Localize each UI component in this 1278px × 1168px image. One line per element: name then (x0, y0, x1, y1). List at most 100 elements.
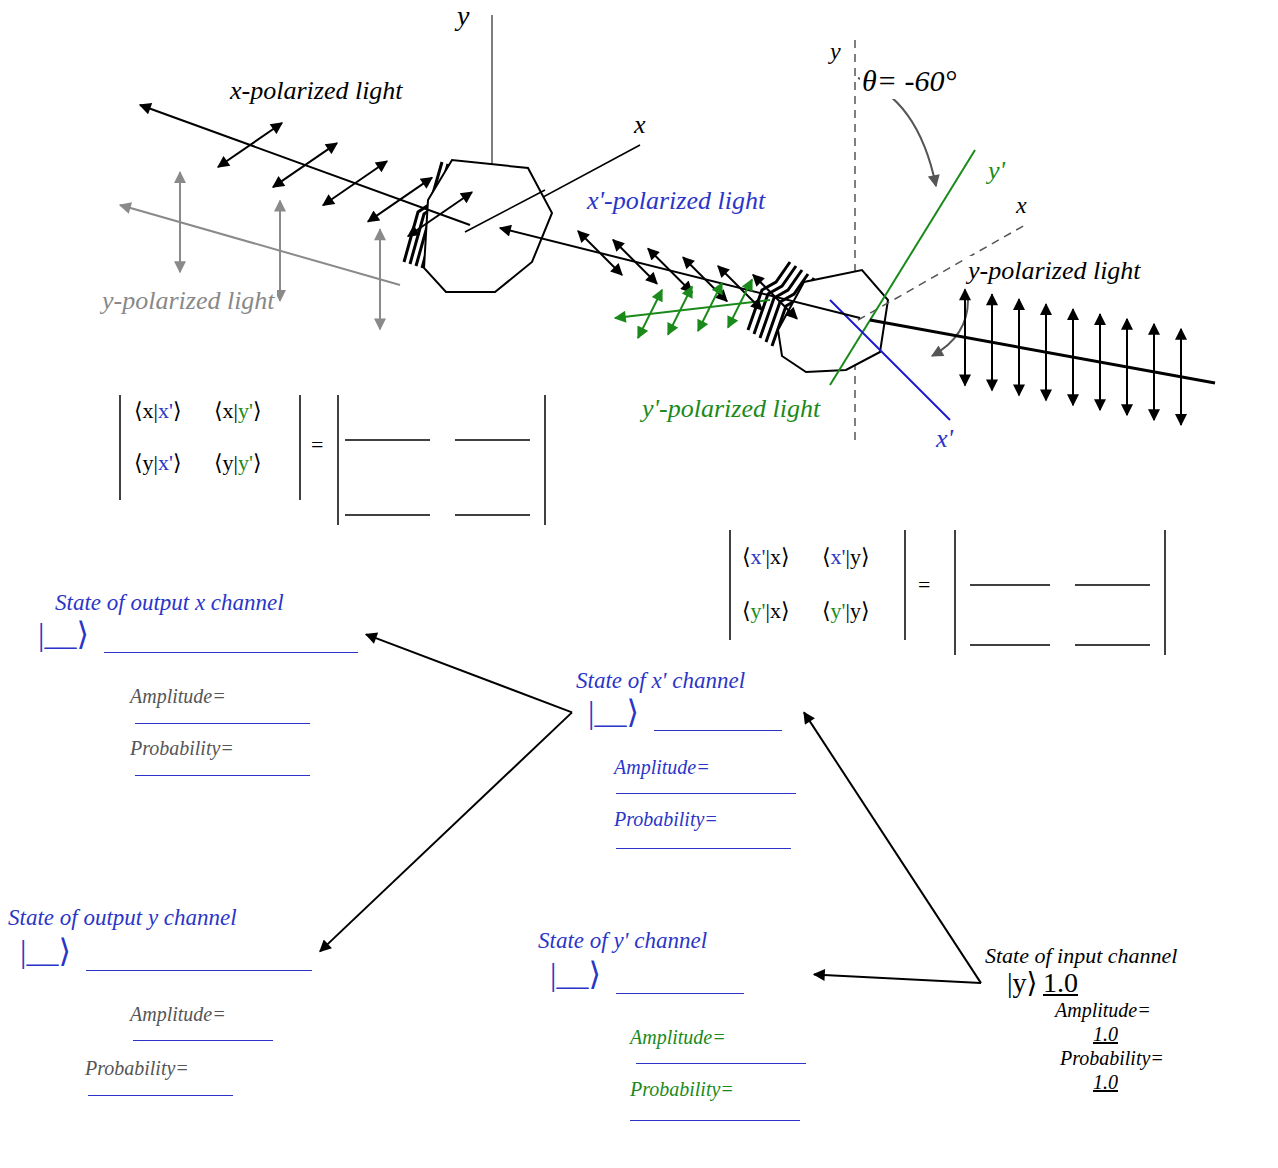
flow-arrow (366, 634, 572, 712)
polarization-arrow (613, 240, 657, 284)
answer-blank (135, 723, 310, 724)
y-prime-axis (830, 150, 975, 385)
polarization-arrow (379, 229, 381, 329)
polarization-arrow (1153, 324, 1155, 420)
state-text: Probability= (85, 1057, 189, 1080)
flow-arrow (814, 974, 981, 983)
state-text: Probability= (630, 1078, 734, 1101)
matrix-entry: = (309, 432, 325, 457)
polarization-arrow (273, 143, 337, 187)
diagram-label: y (828, 38, 843, 66)
matrix-bars (120, 395, 1165, 655)
diagram-label: θ= -60° (860, 64, 958, 99)
polarization-arrow (578, 231, 622, 275)
channel-title: State of output y channel (8, 905, 237, 931)
state-text: Probability= (130, 737, 234, 760)
channel-title: State of x' channel (576, 668, 745, 694)
polarization-arrow (368, 178, 432, 222)
state-text: |__⟩ (550, 956, 601, 993)
channel-state: State of output y channel|__⟩ Amplitude= P… (8, 905, 316, 1100)
state-text: |__⟩ (588, 694, 639, 731)
y-prime-beam (615, 300, 770, 318)
polarization-arrow (1072, 309, 1074, 405)
x-prime-axis (830, 300, 950, 420)
answer-blank (630, 1120, 800, 1121)
channel-title: State of input channel (985, 943, 1177, 968)
diagram-label: y'-polarized light (640, 394, 822, 424)
state-text: Amplitude= (1055, 999, 1151, 1022)
answer-blank (104, 652, 358, 653)
matrix-entry: ⟨x|x'⟩ (132, 398, 184, 423)
channel-state: State of input channel|y⟩1.0Amplitude=1.… (985, 943, 1182, 1098)
polarization-arrow (1099, 314, 1101, 410)
polarization-arrow (668, 286, 692, 334)
answer-blank (86, 970, 312, 971)
diagram-label: y-polarized light (966, 256, 1143, 286)
matrix-entry: ⟨x'|x⟩ (740, 544, 792, 569)
flow-arrow (804, 712, 981, 983)
state-text: 1.0 (1093, 1023, 1118, 1046)
matrix-entry: = (916, 572, 932, 597)
channel-state: State of y' channel|__⟩ Amplitude= Probabi… (538, 928, 810, 1125)
state-text: 1.0 (1043, 967, 1078, 999)
matrix-entry: ⟨y'|y⟩ (820, 598, 872, 623)
diagram-label: x' (934, 424, 955, 454)
input-beam (870, 320, 1215, 383)
polarization-arrow (964, 289, 966, 385)
answer-blank (88, 1095, 233, 1096)
answer-blank (654, 730, 782, 731)
y-axis-dashed (854, 40, 856, 440)
polarization-arrow (1018, 299, 1020, 395)
diagram-label: x (632, 110, 648, 140)
polarization-arrow (728, 280, 752, 328)
polarization-arrow (683, 257, 727, 301)
state-text: Amplitude= (614, 756, 710, 779)
state-text: Amplitude= (130, 685, 226, 708)
polarization-arrow (218, 123, 282, 167)
polarization-arrow (279, 201, 281, 301)
angle-arc (932, 300, 968, 356)
diagram-label: x-polarized light (228, 76, 405, 106)
left-prism (404, 160, 552, 292)
diagram-label: y' (986, 156, 1007, 186)
polarization-arrow (991, 294, 993, 390)
diagram-label: y-polarized light (100, 286, 277, 316)
state-text: |y⟩ (1007, 967, 1038, 999)
diagram-label: x'-polarized light (585, 186, 767, 216)
answer-blank (616, 848, 791, 849)
polarization-arrow (1180, 329, 1182, 425)
matrix-entry: ⟨y'|x⟩ (740, 598, 792, 623)
polarization-arrow (638, 290, 662, 338)
state-text: |__⟩ (20, 933, 71, 970)
polarization-arrow (1126, 319, 1128, 415)
state-text: |__⟩ (38, 616, 89, 653)
polarization-arrow (648, 249, 692, 293)
polarization-arrow (1045, 304, 1047, 400)
answer-blank (616, 993, 744, 994)
polarization-arrows (180, 123, 1181, 425)
matrix-entry: ⟨x|y'⟩ (212, 398, 264, 423)
right-prism (748, 262, 888, 372)
matrix-entry: ⟨x'|y⟩ (820, 544, 872, 569)
polarization-arrow (753, 275, 797, 319)
diagram-label: y (455, 0, 471, 32)
polarization-arrow (698, 283, 722, 331)
y-beam (120, 205, 400, 285)
state-text: 1.0 (1093, 1071, 1118, 1094)
channel-state: State of x' channel|__⟩ Amplitude= Probabi… (576, 668, 800, 853)
channel-title: State of y' channel (538, 928, 707, 954)
state-text: Probability= (1060, 1047, 1164, 1070)
state-text: Probability= (614, 808, 718, 831)
channel-state: State of output x channel|__⟩ Amplitude= P… (38, 590, 362, 780)
answer-blank (133, 1040, 273, 1041)
state-text: Amplitude= (630, 1026, 726, 1049)
answer-blank (135, 775, 310, 776)
x-prime-beam (500, 228, 860, 318)
flow-arrow (320, 712, 572, 951)
x-beam (140, 105, 470, 225)
channel-title: State of output x channel (55, 590, 284, 616)
answer-blank (636, 1063, 806, 1064)
state-text: Amplitude= (130, 1003, 226, 1026)
polarization-arrow (323, 161, 387, 205)
answer-blank (616, 793, 796, 794)
